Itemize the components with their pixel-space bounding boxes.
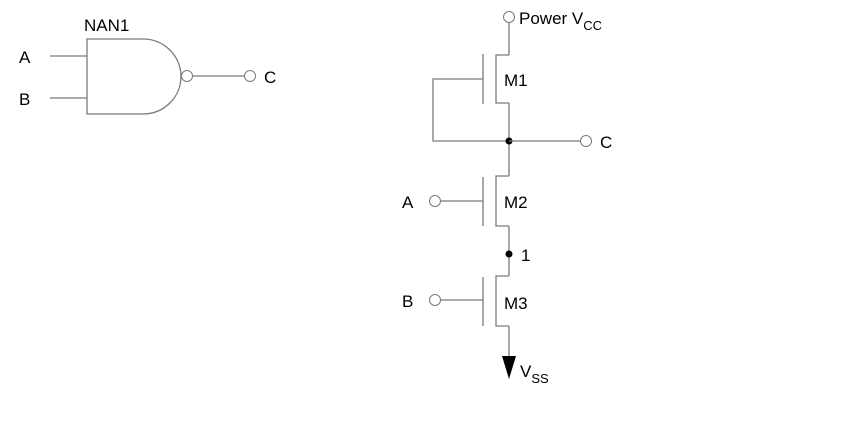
ground-arrow-icon <box>502 356 516 379</box>
transistor-m2: A M2 <box>402 175 528 227</box>
input-terminal-a <box>429 195 441 207</box>
vcc-label: Power VCC <box>519 9 602 33</box>
m1-gate-feedback-wire <box>432 78 509 142</box>
nand-gate-symbol: NAN1 A B C <box>19 16 276 115</box>
m2-label: M2 <box>504 193 528 212</box>
output-terminal-c <box>580 135 592 147</box>
gate-output-terminal <box>244 70 256 82</box>
m2-channel <box>495 175 509 227</box>
gate-input-b-label: B <box>19 90 30 109</box>
m3-channel <box>495 275 509 327</box>
gate-output-label: C <box>264 68 276 87</box>
input-label-b: B <box>402 292 413 311</box>
m1-label: M1 <box>504 71 528 90</box>
transistor-m1: M1 <box>432 54 528 142</box>
gate-input-a-label: A <box>19 48 31 67</box>
inversion-bubble <box>181 70 193 82</box>
gate-name-label: NAN1 <box>84 16 129 35</box>
vcc-terminal <box>503 11 515 23</box>
output-label-c: C <box>600 133 612 152</box>
transistor-circuit: Power VCC M1 C A M2 1 <box>402 9 612 386</box>
m3-label: M3 <box>504 294 528 313</box>
m1-channel <box>495 54 509 104</box>
internal-node-dot <box>505 250 513 258</box>
nand-gate-body <box>86 38 182 115</box>
vss-label: VSS <box>520 362 549 386</box>
input-terminal-b <box>429 294 441 306</box>
input-label-a: A <box>402 193 414 212</box>
transistor-m3: B M3 <box>402 275 528 327</box>
internal-node-label: 1 <box>521 246 530 265</box>
